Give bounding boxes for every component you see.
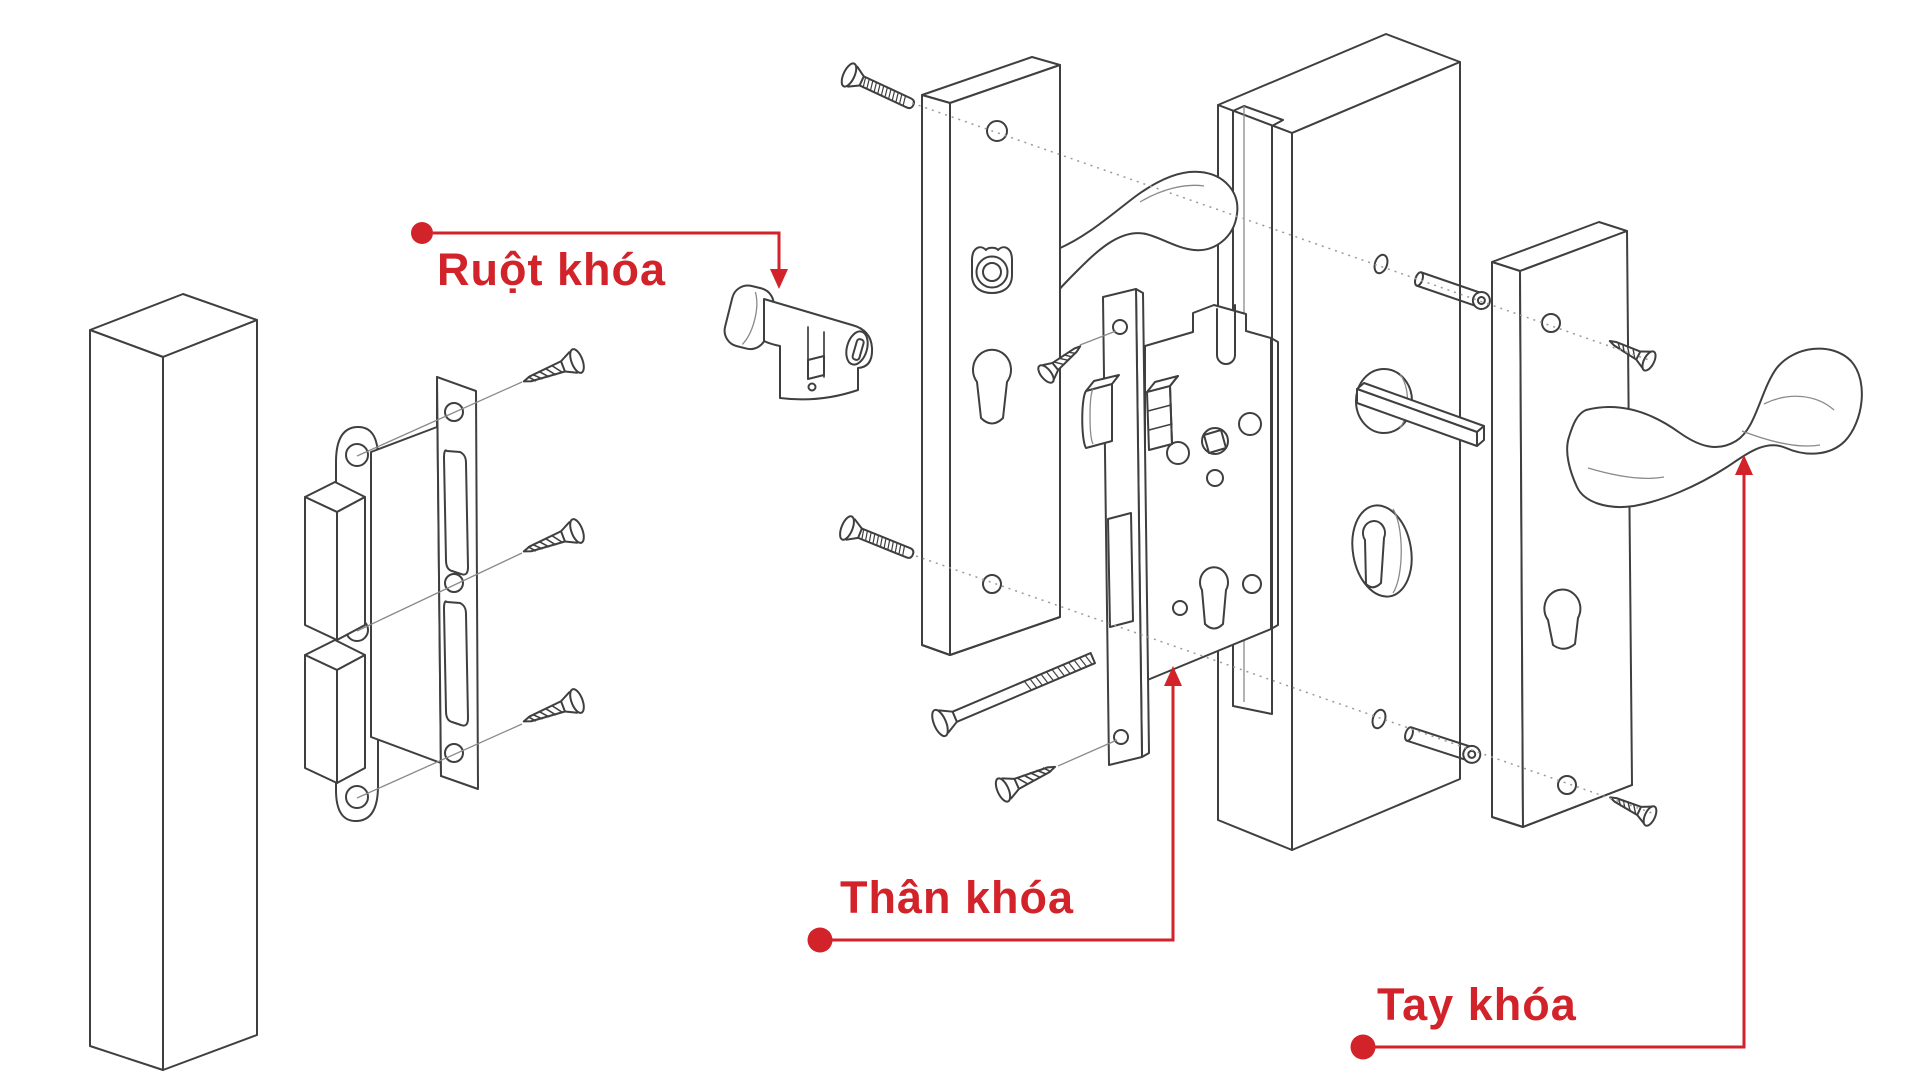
interior-escutcheon-plate — [921, 56, 1061, 656]
label-leader-handle — [1350, 455, 1753, 1060]
interior-handle — [1057, 170, 1239, 292]
through-bolt-pin — [1404, 726, 1482, 764]
plate-bolt-screw — [837, 60, 920, 118]
bolt-hole — [1373, 253, 1389, 275]
label-leader-lock-body — [807, 666, 1182, 953]
follower-hole — [1201, 427, 1229, 455]
lock-body — [1081, 288, 1279, 766]
latch-guide-block — [1146, 375, 1179, 451]
deadbolt-slot — [1107, 512, 1134, 628]
faceplate — [1102, 288, 1150, 766]
strike-slot — [443, 449, 469, 576]
spindle-bar — [1356, 382, 1485, 447]
faceplate-screw — [991, 754, 1062, 805]
plate-keyhole — [972, 348, 1012, 425]
exterior-escutcheon-plate — [1491, 221, 1633, 828]
latch-receiver-box — [304, 639, 366, 784]
strike-screw — [518, 346, 588, 395]
plate-screw-hole — [1541, 313, 1561, 333]
strike-slot — [443, 600, 469, 727]
plate-screw-hole — [982, 574, 1002, 594]
alignment-line — [1057, 739, 1118, 767]
alignment-line — [356, 552, 523, 632]
strike-screw — [518, 686, 588, 735]
handle-rose-cutout — [971, 246, 1013, 294]
alignment-line — [356, 381, 523, 457]
through-bolt — [928, 644, 1100, 740]
label-leader-cylinder — [411, 222, 788, 289]
label-door-handle: Tay khóa — [1377, 979, 1577, 1030]
strike-plate-flange — [370, 376, 442, 777]
alignment-line — [1079, 330, 1117, 346]
assembly-axis — [915, 555, 1656, 815]
lock-cylinder — [723, 284, 874, 401]
label-lock-body: Thân khóa — [840, 872, 1075, 923]
lock-case — [1144, 304, 1272, 682]
latch-bolt — [1081, 374, 1120, 449]
strike-plate-assembly — [304, 346, 588, 823]
case-u-slot — [1216, 304, 1236, 365]
through-bolt-pin — [1413, 271, 1491, 310]
exterior-handle — [1566, 347, 1863, 508]
plate-keyhole — [1543, 588, 1582, 650]
bolt-hole — [1371, 708, 1387, 730]
plate-screw-hole — [986, 120, 1008, 142]
label-lock-cylinder: Ruột khóa — [437, 244, 666, 295]
strike-screw — [518, 516, 588, 565]
exterior-plate-screw — [1604, 786, 1660, 829]
latch-receiver-box — [304, 481, 366, 641]
plate-bolt-screw — [836, 513, 919, 568]
alignment-line — [356, 723, 523, 799]
cylinder-hole — [1351, 504, 1413, 598]
case-keyhole — [1199, 566, 1229, 630]
plate-screw-hole — [1557, 775, 1577, 795]
cylinder-body — [763, 298, 874, 401]
cylinder-cam — [807, 355, 825, 380]
door-frame-post — [89, 293, 258, 1071]
